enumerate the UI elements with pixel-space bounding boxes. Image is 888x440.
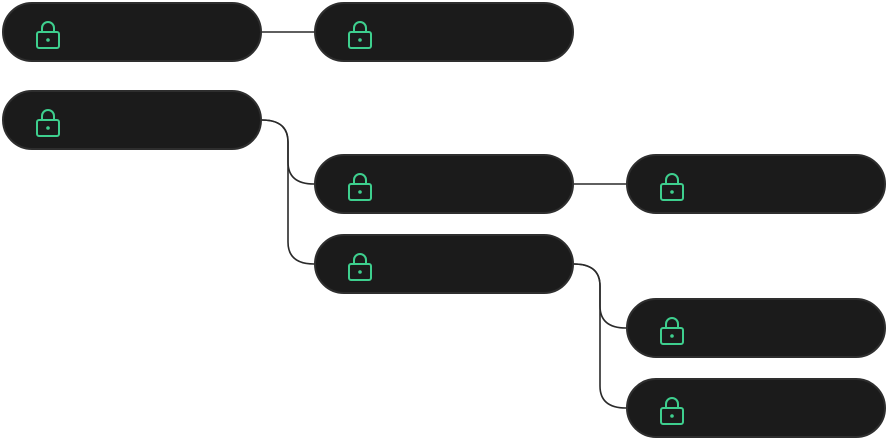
tree-node[interactable] [2, 90, 262, 150]
lock-icon [660, 317, 684, 345]
lock-icon [348, 253, 372, 281]
connector-line [261, 119, 315, 265]
tree-node[interactable] [314, 234, 574, 294]
lock-icon [348, 21, 372, 49]
connector-line [573, 263, 627, 409]
tree-node[interactable] [626, 154, 886, 214]
lock-icon [660, 173, 684, 201]
lock-icon [660, 397, 684, 425]
lock-icon [36, 109, 60, 137]
tree-node[interactable] [626, 378, 886, 438]
lock-icon [348, 173, 372, 201]
tree-node[interactable] [314, 154, 574, 214]
tree-node[interactable] [626, 298, 886, 358]
lock-icon [36, 21, 60, 49]
tree-node[interactable] [2, 2, 262, 62]
tree-node[interactable] [314, 2, 574, 62]
